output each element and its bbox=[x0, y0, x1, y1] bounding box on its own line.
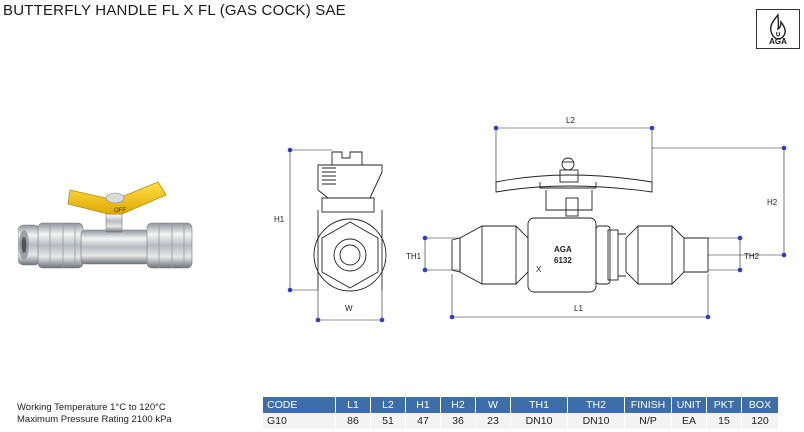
dim-th1-label: TH1 bbox=[406, 252, 422, 261]
cell-box: 120 bbox=[741, 413, 779, 429]
working-temperature: Working Temperature 1°C to 120°C bbox=[17, 402, 166, 413]
specifications: Working Temperature 1°C to 120°C Maximum… bbox=[17, 402, 172, 426]
table-header-row: CODE L1 L2 H1 H2 W TH1 TH2 FINISH UNIT P… bbox=[263, 397, 779, 413]
cell-pkt: 15 bbox=[706, 413, 742, 429]
col-header-pkt: PKT bbox=[706, 397, 742, 413]
page-title: BUTTERFLY HANDLE FL X FL (GAS COCK) SAE bbox=[3, 2, 346, 19]
aga-certification-badge: AGA bbox=[756, 9, 800, 49]
col-header-h1: H1 bbox=[405, 397, 441, 413]
col-header-code: CODE bbox=[263, 397, 336, 413]
col-header-l1: L1 bbox=[335, 397, 371, 413]
cell-l1: 86 bbox=[335, 413, 371, 429]
col-header-th2: TH2 bbox=[567, 397, 625, 413]
col-header-box: BOX bbox=[741, 397, 779, 413]
table-row: G10 86 51 47 36 23 DN10 DN10 N/P EA 15 1… bbox=[263, 413, 779, 429]
dim-h1-label: H1 bbox=[274, 215, 285, 224]
dim-h2-label: H2 bbox=[767, 198, 778, 207]
technical-drawing: H1 W L2 H2 TH1 TH2 L1 AGA 6132 X bbox=[274, 116, 787, 323]
col-header-unit: UNIT bbox=[671, 397, 707, 413]
dim-l2-label: L2 bbox=[566, 116, 575, 125]
max-pressure: Maximum Pressure Rating 2100 kPa bbox=[17, 414, 172, 425]
col-header-w: W bbox=[475, 397, 511, 413]
cell-th2: DN10 bbox=[567, 413, 625, 429]
cell-h1: 47 bbox=[405, 413, 441, 429]
col-header-l2: L2 bbox=[370, 397, 406, 413]
dim-w-label: W bbox=[345, 304, 353, 313]
cell-finish: N/P bbox=[624, 413, 672, 429]
cell-code: G10 bbox=[263, 413, 336, 429]
valve-aga-mark: AGA bbox=[554, 245, 572, 254]
cell-l2: 51 bbox=[370, 413, 406, 429]
valve-x-mark: X bbox=[536, 265, 542, 274]
dim-l1-label: L1 bbox=[574, 304, 583, 313]
flame-icon bbox=[769, 13, 786, 40]
product-photo: OFF bbox=[18, 181, 193, 269]
cell-unit: EA bbox=[671, 413, 707, 429]
col-header-finish: FINISH bbox=[624, 397, 672, 413]
dim-th2-label: TH2 bbox=[744, 252, 760, 261]
aga-badge-label: AGA bbox=[769, 37, 787, 46]
handle-off-label: OFF bbox=[114, 208, 126, 214]
col-header-th1: TH1 bbox=[510, 397, 568, 413]
cell-th1: DN10 bbox=[510, 413, 568, 429]
cell-h2: 36 bbox=[440, 413, 476, 429]
product-table: CODE L1 L2 H1 H2 W TH1 TH2 FINISH UNIT P… bbox=[263, 397, 779, 429]
valve-code-mark: 6132 bbox=[554, 256, 572, 265]
cell-w: 23 bbox=[475, 413, 511, 429]
col-header-h2: H2 bbox=[440, 397, 476, 413]
